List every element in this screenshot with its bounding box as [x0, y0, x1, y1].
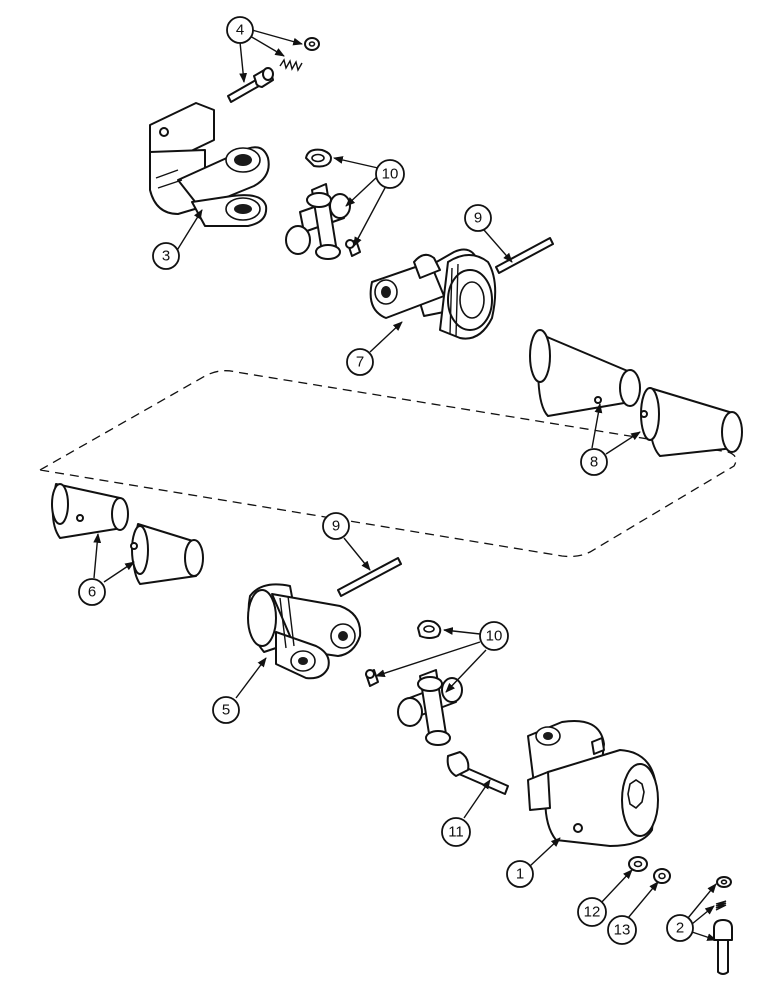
bolt-part-11	[446, 751, 509, 795]
pin-part-9-lower	[337, 557, 402, 597]
callout-5: 5	[212, 696, 240, 724]
svg-text:10: 10	[382, 166, 399, 183]
svg-text:2: 2	[676, 920, 684, 937]
cross-kit-part-10-lower	[397, 669, 463, 746]
svg-text:9: 9	[474, 210, 482, 227]
callout-6: 6	[78, 578, 106, 606]
callout-10-lower: 10	[479, 621, 509, 651]
tube-inner-part-6	[130, 523, 204, 585]
washer-part-2	[716, 876, 732, 888]
svg-text:12: 12	[584, 904, 601, 921]
callout-10-top: 10	[375, 159, 405, 189]
snap-ring-part-10-top	[305, 148, 332, 168]
svg-text:4: 4	[236, 22, 244, 39]
svg-text:10: 10	[486, 628, 503, 645]
callout-4: 4	[226, 16, 254, 44]
tube-outer-part-8	[529, 329, 641, 417]
leader-lines	[93, 29, 717, 941]
callout-7: 7	[346, 348, 374, 376]
nut-part-13	[653, 868, 671, 884]
callout-12: 12	[577, 897, 607, 927]
flange-yoke-part-1	[527, 720, 659, 847]
svg-text:1: 1	[516, 866, 524, 883]
spring-part-2	[715, 900, 727, 911]
callout-9-top: 9	[464, 204, 492, 232]
svg-text:5: 5	[222, 702, 230, 719]
callout-1: 1	[506, 860, 534, 888]
lock-nut-part-12	[628, 856, 648, 872]
tube-outer-part-6	[51, 483, 129, 539]
callout-2: 2	[666, 914, 694, 942]
callout-3: 3	[152, 242, 180, 270]
svg-text:13: 13	[614, 922, 631, 939]
callout-8: 8	[580, 448, 608, 476]
callout-9-lower: 9	[322, 512, 350, 540]
bolt-part-4	[227, 67, 274, 103]
svg-text:7: 7	[356, 354, 364, 371]
dashed-group-outline	[38, 370, 737, 558]
bolt-part-2	[713, 919, 733, 975]
grease-fitting-part-10-lower	[365, 669, 379, 687]
pin-part-9-top	[495, 237, 554, 274]
clamp-yoke-part-3	[149, 102, 270, 227]
callout-13: 13	[607, 915, 637, 945]
spring-part-4	[279, 58, 303, 72]
svg-text:3: 3	[162, 248, 170, 265]
svg-text:6: 6	[88, 584, 96, 601]
svg-text:11: 11	[448, 824, 464, 841]
svg-text:9: 9	[332, 518, 340, 535]
snap-ring-part-10-lower	[417, 619, 442, 639]
yoke-part-7	[369, 248, 497, 340]
yoke-part-5	[247, 583, 362, 680]
grease-fitting-part-10-top	[345, 239, 361, 257]
tube-inner-part-8	[640, 387, 743, 457]
callout-11: 11	[441, 817, 471, 847]
cross-kit-part-10-top	[285, 183, 351, 260]
svg-text:8: 8	[590, 454, 598, 471]
washer-part-4	[304, 37, 320, 51]
